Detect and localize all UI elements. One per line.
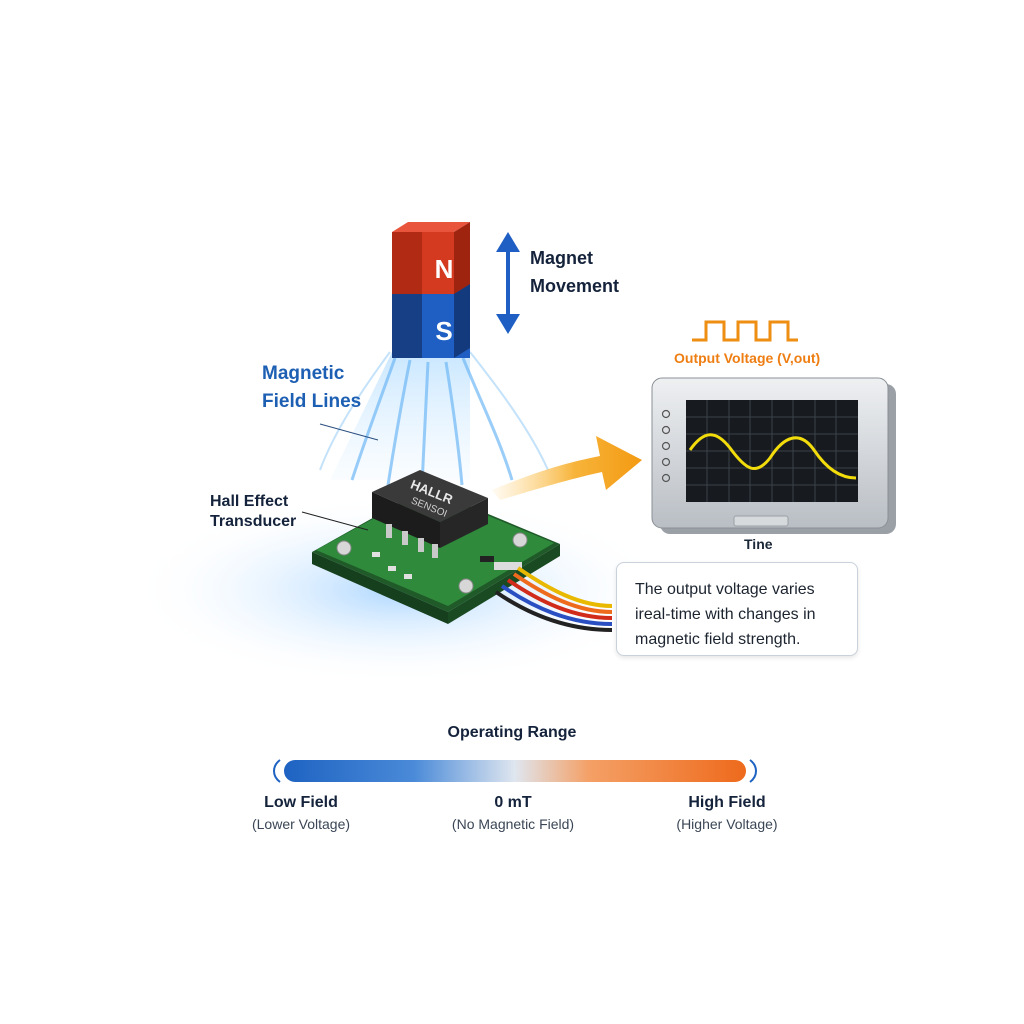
callout-line2: ireal-time with changes in [635,606,816,623]
range-left-bracket [273,759,281,783]
hall-sensor-chip: HALLR SENSOI [372,470,488,558]
info-callout: The output voltage varies ireal-time wit… [616,562,858,656]
range-low: Low Field (Lower Voltage) [201,794,401,836]
bar-magnet: N S [392,222,470,358]
square-wave-icon [692,320,798,342]
operating-range-bar [284,760,746,782]
north-pole-label: N [435,254,454,284]
range-right-bracket [749,759,757,783]
field-label-leader [319,423,379,441]
range-zero-sub: (No Magnetic Field) [451,816,575,832]
sensor-wires [494,566,613,632]
hall-effect-line2: Transducer [210,513,297,530]
field-lines-line1: Magnetic [262,363,345,384]
range-high-label: High Field [688,794,766,811]
range-low-sub: (Lower Voltage) [251,816,351,832]
range-zero: 0 mT (No Magnetic Field) [413,794,613,836]
south-pole-label: S [435,316,452,346]
oscilloscope-monitor [651,377,896,534]
output-voltage-label: Output Voltage (V,out) [674,350,821,366]
range-high-sub: (Higher Voltage) [676,816,778,832]
hall-label-leader [301,511,369,531]
range-high: High Field (Higher Voltage) [627,794,827,836]
magnet-movement-line1: Magnet [530,248,593,268]
range-low-label: Low Field [264,794,338,811]
hall-effect-label: Hall Effect Transducer [210,492,296,532]
callout-line1: The output voltage varies [635,581,815,598]
magnet-movement-label: Magnet Movement [530,244,619,300]
sine-wave [688,433,857,480]
operating-range-title: Operating Range [447,724,577,741]
time-axis-label: Tine [744,536,773,552]
callout-line3: magnetic field strength. [635,631,801,648]
hall-effect-line1: Hall Effect [210,493,289,510]
field-lines-label: Magnetic Field Lines [262,360,361,416]
double-arrow-icon [496,232,520,334]
range-zero-label: 0 mT [494,794,532,811]
magnet-movement-line2: Movement [530,276,620,296]
signal-arrow-icon [492,436,642,500]
magnetic-field-lines [319,351,549,486]
field-lines-line2: Field Lines [262,391,362,412]
